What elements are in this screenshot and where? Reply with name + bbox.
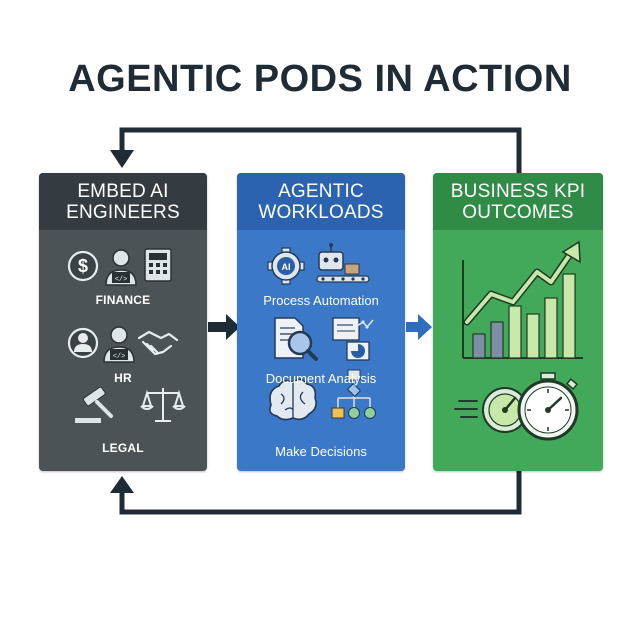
handshake-icon xyxy=(137,330,179,356)
connector-arrow-1 xyxy=(208,314,240,340)
item-label-process-automation: Process Automation xyxy=(263,293,379,308)
dollar-icon: $ xyxy=(67,250,99,282)
item-label-document-analysis: Document Analysis xyxy=(265,371,377,386)
calculator-icon xyxy=(144,248,172,282)
bottom-loop-arrowhead xyxy=(110,476,134,493)
panel-body: $ </> xyxy=(39,230,207,471)
svg-text:AI: AI xyxy=(282,262,291,272)
robot-conveyor-icon xyxy=(316,243,370,283)
speedometer-icon xyxy=(454,387,528,433)
item-label-legal: LEGAL xyxy=(102,441,144,455)
panel-heading: BUSINESS KPI OUTCOMES xyxy=(433,173,603,230)
ai-gear-icon: AI xyxy=(267,247,305,285)
growth-chart-icon xyxy=(462,240,583,359)
svg-text:</>: </> xyxy=(113,353,126,361)
document-magnifier-icon xyxy=(274,317,318,361)
report-chart-icon xyxy=(332,317,374,361)
page-title: AGENTIC PODS IN ACTION xyxy=(68,58,572,100)
panel-body xyxy=(433,230,603,471)
item-label-hr: HR xyxy=(114,371,132,385)
svg-text:$: $ xyxy=(78,256,88,276)
stopwatch-icon xyxy=(517,372,579,441)
panel-body: AI xyxy=(237,230,405,471)
scales-icon xyxy=(140,388,186,422)
panel-heading-line2: WORKLOADS xyxy=(258,201,384,223)
svg-text:</>: </> xyxy=(115,276,128,284)
panel-business-kpi-outcomes: BUSINESS KPI OUTCOMES xyxy=(433,173,603,471)
brain-icon xyxy=(269,378,317,421)
panel-heading-line2: ENGINEERS xyxy=(66,201,180,223)
top-loop-arrowhead xyxy=(110,150,134,168)
connector-arrow-2 xyxy=(406,314,432,340)
person-icon xyxy=(67,327,99,359)
panel-heading-line1: EMBED AI xyxy=(77,180,169,202)
panel-icons: AI xyxy=(267,243,376,421)
gavel-icon xyxy=(75,386,113,423)
item-label-make-decisions: Make Decisions xyxy=(275,444,367,459)
decision-nodes xyxy=(331,369,376,419)
panel-heading: AGENTIC WORKLOADS xyxy=(237,173,405,230)
panel-agentic-workloads: AGENTIC WORKLOADS AI xyxy=(237,173,405,471)
panel-heading-line1: BUSINESS KPI xyxy=(450,180,586,202)
panel-icons: $ </> xyxy=(67,248,186,423)
panel-icons xyxy=(454,240,583,441)
top-loop-arrow xyxy=(119,127,522,173)
panel-heading-line1: AGENTIC xyxy=(278,180,364,202)
panel-heading-line2: OUTCOMES xyxy=(462,201,574,223)
developer-icon: </> xyxy=(103,326,135,363)
item-label-finance: FINANCE xyxy=(95,293,151,307)
panel-heading: EMBED AI ENGINEERS xyxy=(39,173,207,230)
developer-icon: </> xyxy=(105,249,137,286)
panel-embed-ai-engineers: EMBED AI ENGINEERS $ </> xyxy=(39,173,207,471)
bottom-loop-arrow xyxy=(119,471,522,515)
